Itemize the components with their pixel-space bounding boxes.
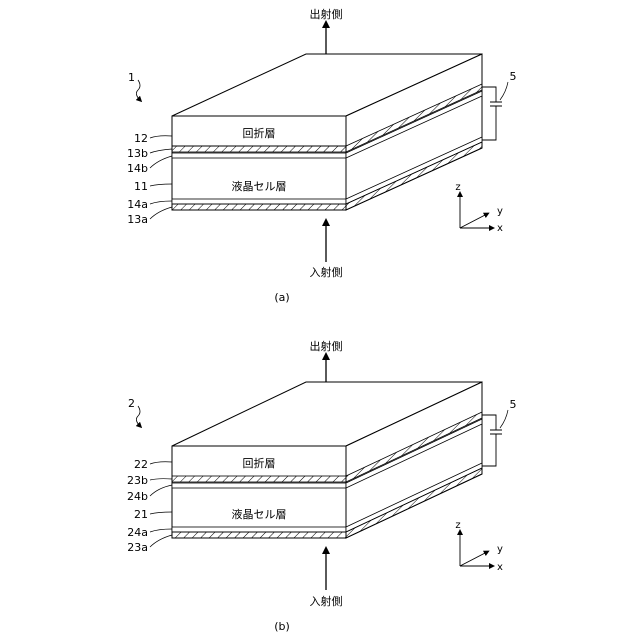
axis-y-label: y (497, 206, 503, 217)
diffraction-layer-label: 回折層 (243, 456, 276, 470)
source-label: 5 (510, 398, 517, 411)
diffraction-layer-label: 回折層 (243, 126, 276, 140)
label-24a: 24a (127, 526, 148, 539)
voltage-source: 5 (482, 70, 517, 140)
axis-x-label: x (497, 223, 503, 234)
output-side-label: 出射側 (310, 7, 343, 21)
lc-cell-layer-label: 液晶セル層 (232, 179, 287, 193)
alignment-14b (172, 153, 346, 158)
axis-z-label: z (455, 520, 460, 531)
electrode-23b (172, 476, 346, 482)
figure-a: 出射側 1 回折層 液晶セル層 12 13b 14b (127, 7, 516, 304)
label-23b: 23b (127, 474, 148, 487)
element-leader (136, 80, 140, 100)
label-23a: 23a (127, 541, 148, 554)
figure-caption: (b) (274, 620, 290, 633)
label-21: 21 (134, 508, 148, 521)
source-label: 5 (510, 70, 517, 83)
alignment-14a (172, 199, 346, 204)
element-number: 2 (128, 397, 135, 410)
label-14a: 14a (127, 198, 148, 211)
electrode-13a (172, 204, 346, 210)
label-12: 12 (134, 132, 148, 145)
voltage-source: 5 (482, 398, 517, 466)
output-side-label: 出射側 (310, 339, 343, 353)
label-11: 11 (134, 180, 148, 193)
input-side-label: 入射側 (310, 594, 343, 608)
element-number: 1 (128, 71, 135, 84)
left-labels: 22 23b 24b 21 24a 23a (127, 458, 172, 554)
figure-caption: (a) (274, 291, 289, 304)
alignment-24b (172, 483, 346, 488)
label-13b: 13b (127, 147, 148, 160)
electrode-23a (172, 532, 346, 538)
label-24b: 24b (127, 490, 148, 503)
label-14b: 14b (127, 162, 148, 175)
input-side-label: 入射側 (310, 265, 343, 279)
coordinate-axes: z y x (455, 520, 503, 573)
label-22: 22 (134, 458, 148, 471)
figure-b: 出射側 2 回折層 液晶セル層 22 23b 24b 21 24a 23a (127, 339, 516, 633)
electrode-13b (172, 146, 346, 152)
axis-x-label: x (497, 562, 503, 573)
alignment-24a (172, 527, 346, 532)
axis-z-label: z (455, 182, 460, 193)
lc-cell-layer-label: 液晶セル層 (232, 507, 287, 521)
label-13a: 13a (127, 213, 148, 226)
left-labels: 12 13b 14b 11 14a 13a (127, 132, 172, 226)
coordinate-axes: z y x (455, 182, 503, 234)
axis-y-label: y (497, 544, 503, 555)
element-leader (136, 406, 140, 426)
